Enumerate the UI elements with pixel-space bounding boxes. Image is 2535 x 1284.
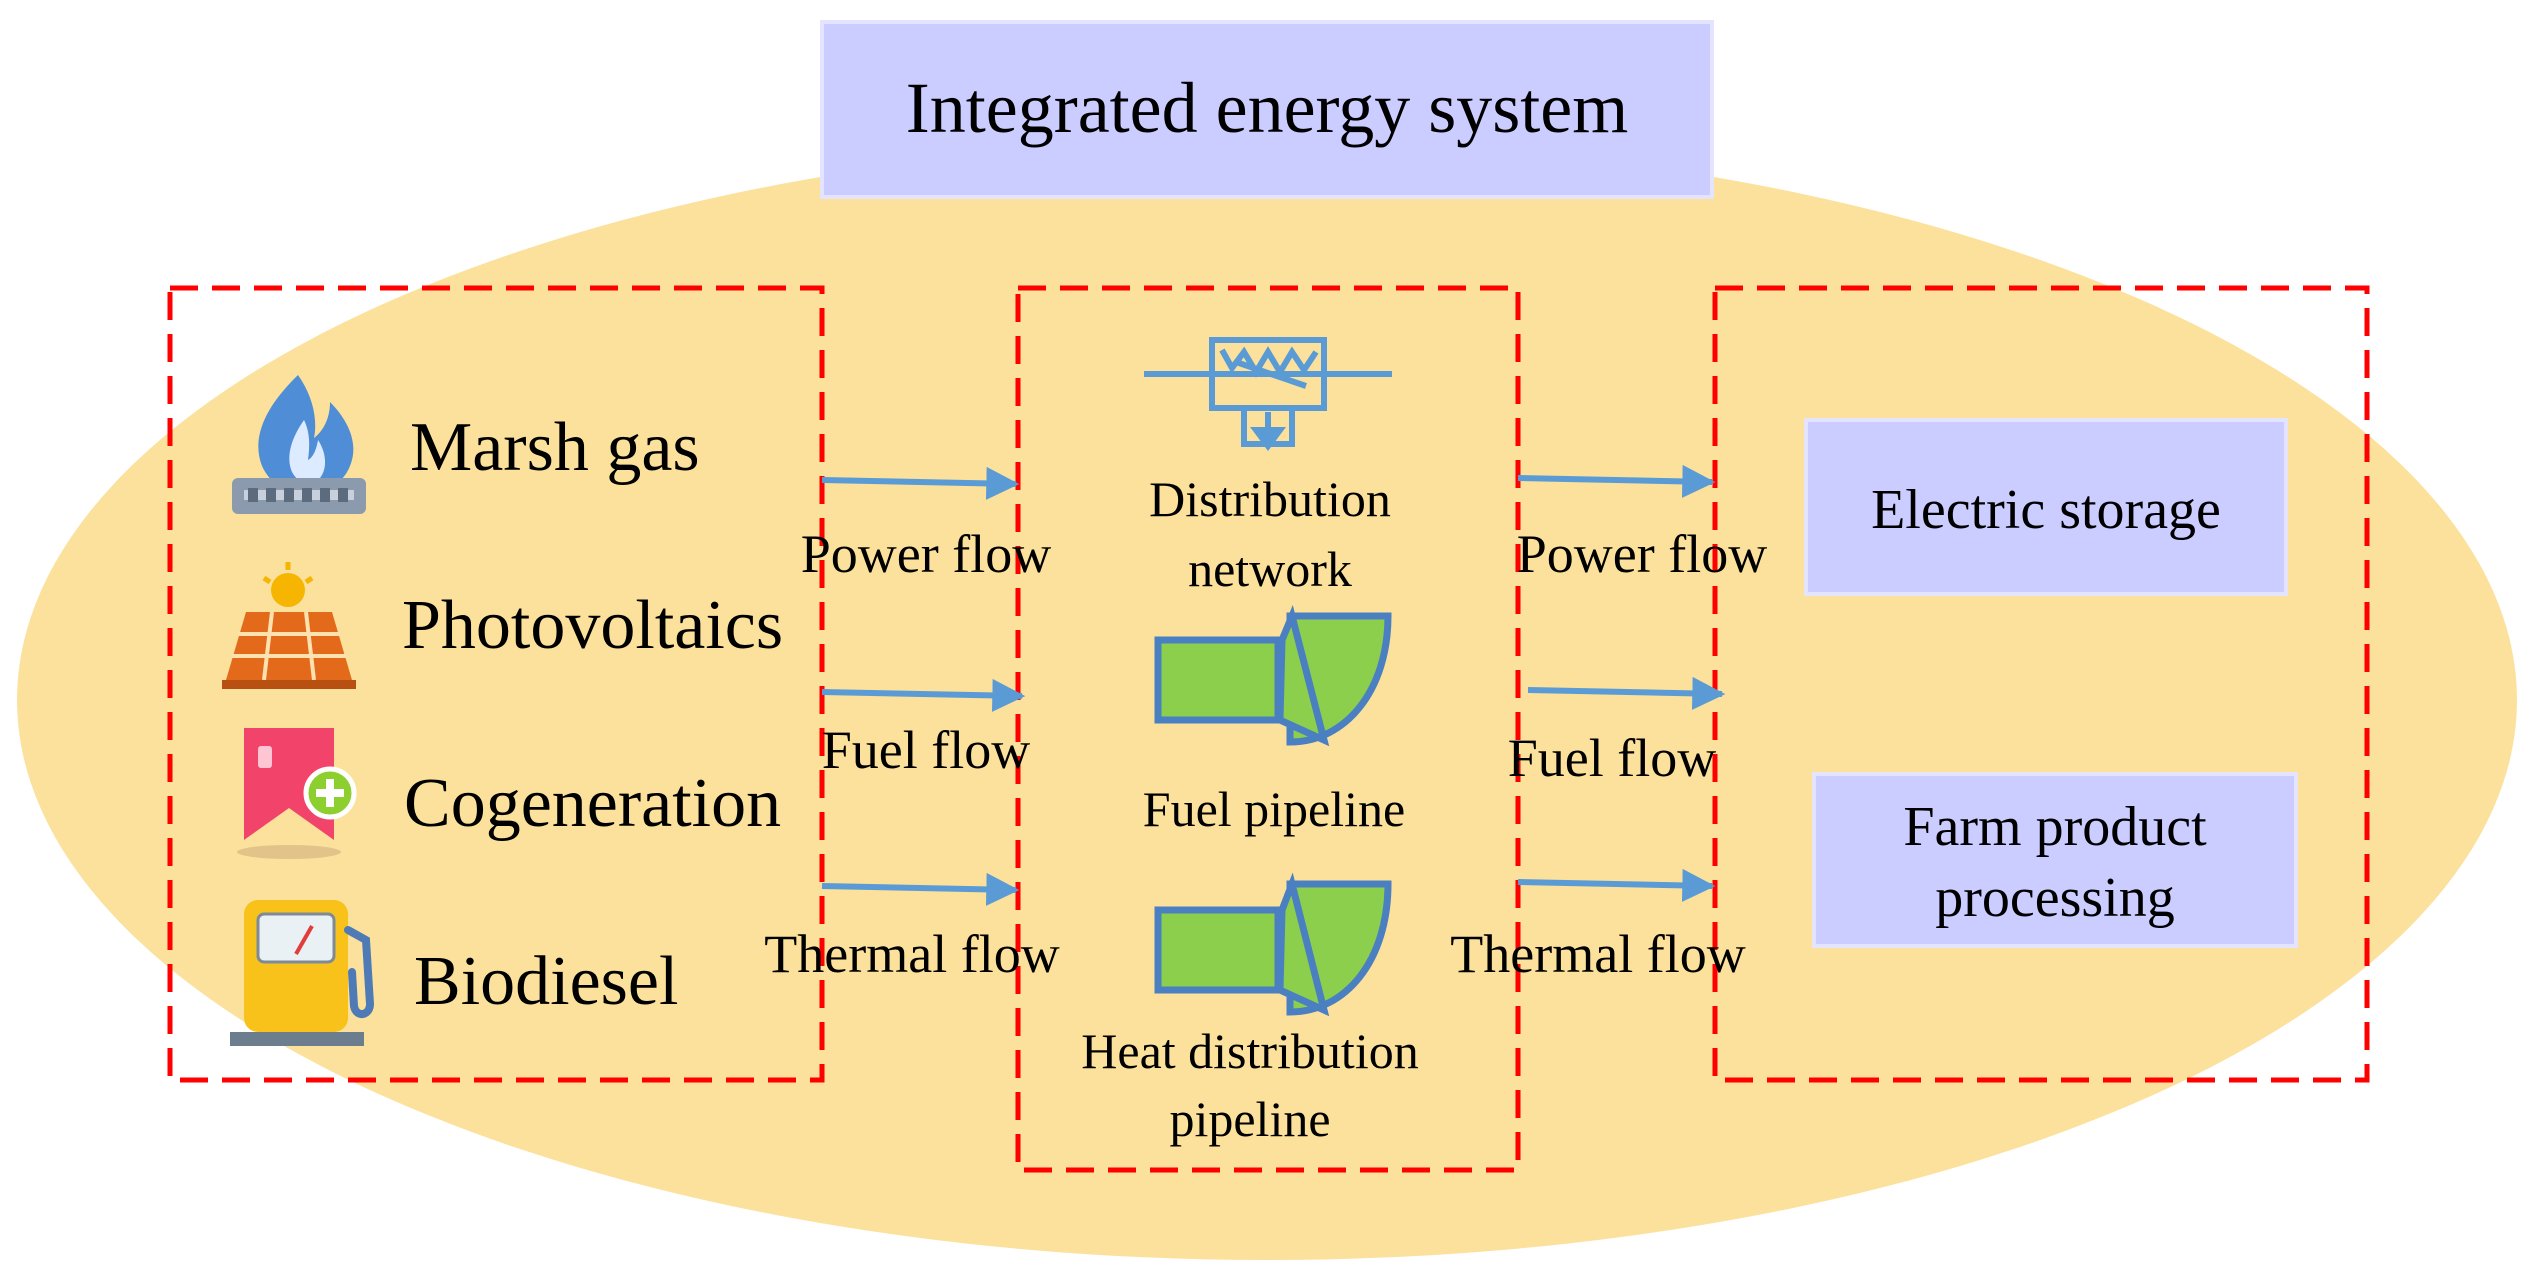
right-flow-label-thermal: Thermal flow [1450, 924, 1745, 984]
page-title: Integrated energy system [906, 68, 1628, 148]
left-flow-label-fuel: Fuel flow [822, 720, 1031, 780]
gas-burner-icon [232, 375, 366, 514]
farm-processing-label-line1: Farm product [1903, 796, 2207, 858]
distribution-network-label-line1: Distribution [1149, 471, 1391, 527]
farm-processing-label-line2: processing [1935, 867, 2175, 929]
left-flow-label-power: Power flow [801, 524, 1051, 584]
left-arrow-thermal [821, 872, 1020, 906]
source-label-photovoltaics: Photovoltaics [402, 587, 783, 664]
right-arrow-power [1517, 464, 1716, 498]
heat-pipeline-label-line1: Heat distribution [1081, 1023, 1418, 1079]
heat-pipeline-label-line2: pipeline [1169, 1091, 1330, 1147]
electric-storage-label: Electric storage [1871, 479, 2221, 541]
farm-processing-box [1812, 772, 2298, 948]
electric-storage-box [1804, 418, 2288, 596]
cogeneration-icon [237, 728, 357, 859]
fuel-pump-icon [230, 900, 375, 1046]
fuel-pipeline-icon [1154, 605, 1392, 747]
source-label-biodiesel: Biodiesel [414, 943, 678, 1020]
title-box [820, 20, 1714, 199]
distribution-network-icon [1144, 337, 1392, 451]
source-label-marsh-gas: Marsh gas [410, 409, 700, 486]
left-arrow-power [821, 466, 1020, 500]
right-arrow-fuel [1527, 676, 1726, 710]
left-flow-label-thermal: Thermal flow [764, 924, 1059, 984]
heat-pipeline-icon [1154, 872, 1392, 1017]
networks-group [1015, 285, 1521, 1173]
source-label-cogeneration: Cogeneration [404, 765, 781, 842]
right-flow-label-power: Power flow [1517, 524, 1767, 584]
solar-panel-icon [222, 562, 356, 689]
fuel-pipeline-label: Fuel pipeline [1143, 781, 1405, 837]
left-arrow-fuel [821, 678, 1026, 712]
distribution-network-label-line2: network [1188, 541, 1352, 597]
sources-group [167, 285, 825, 1083]
right-arrow-thermal [1517, 868, 1716, 902]
right-flow-label-fuel: Fuel flow [1508, 728, 1717, 788]
